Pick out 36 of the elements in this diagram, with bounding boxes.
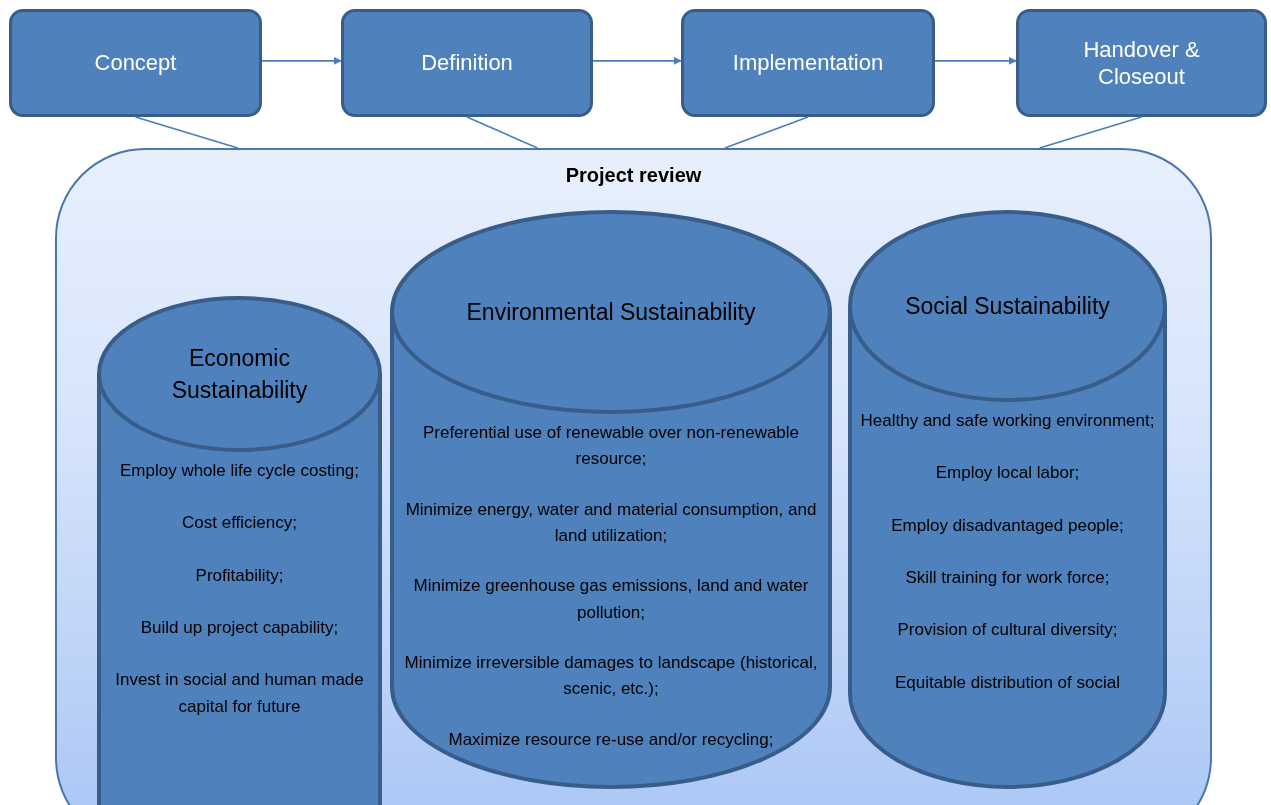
cylinder-heading: Social Sustainability <box>905 291 1110 321</box>
connector-line <box>724 116 809 149</box>
cylinder-heading: Economic Sustainability <box>170 343 309 405</box>
criterion-text: Minimize energy, water and material consumption, and land utilization; <box>404 498 818 548</box>
stage-box <box>681 9 935 117</box>
review-panel <box>55 148 1212 805</box>
criterion-text: Employ local labor; <box>935 462 1080 485</box>
stage-box <box>341 9 593 117</box>
criterion-text: Employ disadvantaged people; <box>891 514 1124 537</box>
arrow <box>592 56 682 65</box>
stage-label: Concept <box>94 49 177 77</box>
connector-line <box>466 116 539 149</box>
stage-label: Handover & Closeout <box>1082 35 1201 91</box>
criterion-text: Preferential use of renewable over non-renewable resource; <box>421 422 801 471</box>
criterion-text: Healthy and safe working environment; <box>860 410 1155 432</box>
arrow <box>261 56 342 65</box>
criterion-text: Equitable distribution of social <box>895 671 1120 694</box>
criterion-text: Maximize resource re-use and/or recycling; <box>448 728 774 751</box>
connector-line <box>134 116 239 149</box>
criterion-text: Minimize greenhouse gas emissions, land and water pollution; <box>412 575 810 624</box>
criterion-text: Skill training for work force; <box>905 567 1110 590</box>
stage-label: Implementation <box>732 49 884 77</box>
stage-label: Definition <box>421 49 513 77</box>
criterion-text: Provision of cultural diversity; <box>897 619 1118 642</box>
criterion-text: Invest in social and human made capital for future <box>114 669 365 718</box>
criterion-text: Build up project capability; <box>140 617 339 640</box>
stage-box <box>1016 9 1267 117</box>
criterion-text: Employ whole life cycle costing; <box>119 460 359 482</box>
criterion-text: Profitability; <box>195 564 284 587</box>
stage-box <box>9 9 262 117</box>
connector-line <box>1038 116 1143 149</box>
criterion-text: Minimize irreversible damages to landscape (historical, scenic, etc.); <box>403 652 819 701</box>
arrow <box>934 56 1017 65</box>
panel-title: Project review <box>564 164 703 187</box>
criterion-text: Cost efficiency; <box>182 512 297 535</box>
cylinder-heading: Environmental Sustainability <box>466 297 756 327</box>
